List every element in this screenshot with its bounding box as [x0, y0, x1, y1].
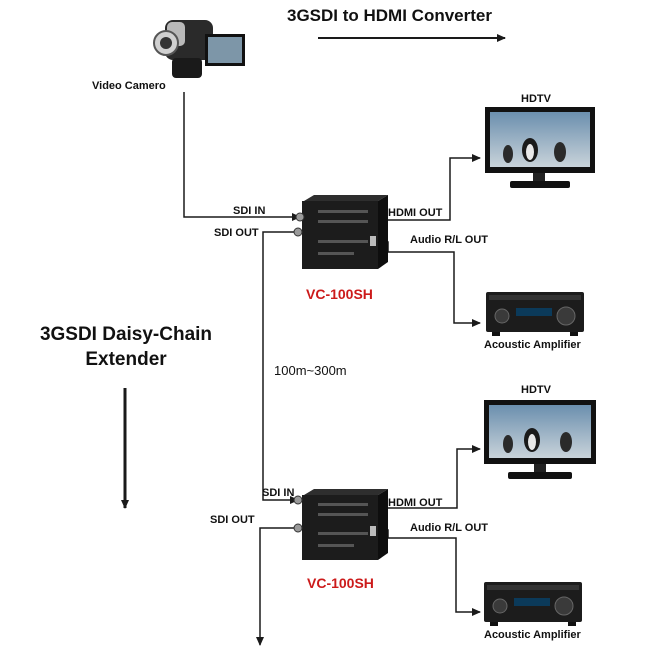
hdtv2-label: HDTV [521, 384, 551, 396]
amplifier1-label: Acoustic Amplifier [484, 339, 581, 351]
unit2-audio-out-label: Audio R/L OUT [410, 522, 489, 534]
converter-unit-2-icon [293, 489, 388, 560]
diagram-title: 3GSDI to HDMI Converter [287, 6, 492, 25]
unit2-sdi-out-line [256, 527, 294, 646]
unit1-hdmi-out-label: HDMI OUT [388, 207, 443, 219]
unit1-audio-line [374, 241, 481, 327]
unit2-sdi-in-label: SDI IN [262, 487, 295, 499]
hdtv1-label: HDTV [521, 93, 551, 105]
hdtv-2-icon [484, 400, 596, 479]
side-title-line-2: Extender [85, 349, 167, 370]
acoustic-amplifier-1-icon [486, 292, 584, 336]
unit1-model-label: VC-100SH [306, 286, 373, 302]
acoustic-amplifier-2-icon [484, 582, 582, 626]
unit1-audio-out-label: Audio R/L OUT [410, 234, 489, 246]
side-title: 3GSDI Daisy-Chain Extender [28, 322, 224, 372]
camera-label: Video Camero [92, 80, 166, 92]
hdtv-1-icon [485, 107, 595, 188]
side-title-line-1: 3GSDI Daisy-Chain [39, 324, 213, 345]
converter-unit-1-icon [293, 195, 388, 269]
unit1-hdmi-line [378, 154, 481, 221]
distance-label: 100m~300m [274, 363, 347, 378]
unit1-sdi-in-label: SDI IN [233, 205, 266, 217]
unit2-audio-line [374, 529, 481, 616]
camera-to-unit1-line [183, 92, 301, 221]
unit2-sdi-out-label: SDI OUT [210, 514, 255, 526]
amplifier2-label: Acoustic Amplifier [484, 629, 581, 641]
unit2-hdmi-line [378, 445, 481, 509]
video-camera-icon [153, 20, 245, 78]
unit2-model-label: VC-100SH [307, 575, 374, 591]
unit2-hdmi-out-label: HDMI OUT [388, 497, 443, 509]
unit1-sdi-out-label: SDI OUT [214, 227, 259, 239]
daisy-chain-line [262, 231, 299, 504]
